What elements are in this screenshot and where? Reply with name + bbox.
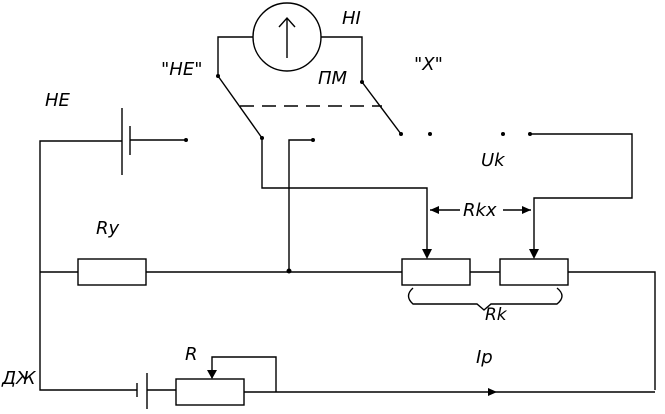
label-battery-ne: НЕ <box>45 90 71 111</box>
resistor-ry <box>77 258 147 286</box>
left-bus <box>39 140 137 391</box>
arrow-up-icon <box>278 16 296 58</box>
label-switch-x: "Х" <box>414 54 443 75</box>
label-ip: Ip <box>476 347 493 368</box>
rheostat-arrow <box>207 370 217 379</box>
rkx-dimension <box>430 206 531 214</box>
rheostat-slider-wire <box>211 356 277 392</box>
galvanometer-lead-right <box>321 36 363 80</box>
galvanometer <box>217 2 363 80</box>
label-r: R <box>185 344 198 365</box>
wire-to-rk2-slider <box>530 133 633 257</box>
label-switch-ne: "НЕ" <box>161 59 202 80</box>
label-switch-pm: ПМ <box>318 68 348 89</box>
galvanometer-lead-left <box>217 36 253 75</box>
source-dzh <box>136 373 148 409</box>
resistor-rk1 <box>401 258 471 286</box>
resistor-r <box>175 378 245 406</box>
label-voltage: Uk <box>481 150 506 171</box>
right-bus <box>568 271 656 390</box>
label-rkx: Rkx <box>463 200 497 221</box>
label-rk: Rk <box>485 305 508 325</box>
slider-arrow-1 <box>422 249 432 259</box>
switch-pm <box>216 74 532 142</box>
current-arrow <box>488 388 497 396</box>
switch-blade-right <box>361 81 402 135</box>
label-source: ДЖ <box>1 368 36 389</box>
label-ry: Ry <box>96 218 120 239</box>
battery-ne <box>39 108 188 391</box>
switch-blade-left <box>217 75 263 139</box>
wire-to-rk1-slider <box>261 138 428 257</box>
label-galvanometer: НІ <box>342 8 361 29</box>
rk-brace <box>407 287 563 311</box>
wire-center-contact <box>288 139 313 271</box>
resistor-rk2 <box>499 258 569 286</box>
slider-arrow-2 <box>529 249 539 259</box>
